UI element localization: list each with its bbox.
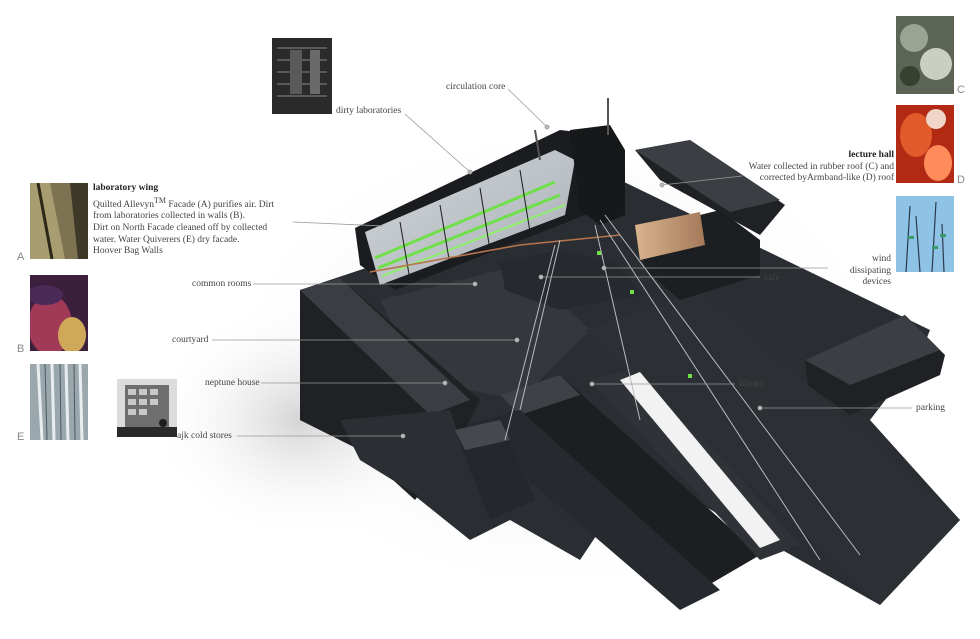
laboratory-wing-line2: from laboratories collected in walls (B)… bbox=[93, 211, 245, 222]
photo-letter-a: A bbox=[17, 251, 25, 263]
label-library: library bbox=[739, 379, 765, 389]
front-tower-top bbox=[455, 420, 510, 450]
lecture-hall-description: lecture hall Water collected in rubber r… bbox=[744, 150, 894, 185]
photo-letter-c: C bbox=[957, 84, 965, 96]
library-slab-2 bbox=[465, 410, 720, 610]
photo-letter-d: D bbox=[957, 174, 965, 186]
lecture-hall-line2: corrected byArmband-like (D) roof bbox=[759, 173, 894, 184]
laboratory-wing-line5: Hoover Bag Walls bbox=[93, 246, 163, 257]
label-dirty-laboratories: dirty laboratories bbox=[336, 106, 402, 116]
core-mast-2 bbox=[534, 129, 541, 161]
wind-devices-photo bbox=[896, 196, 954, 272]
neptune-house-photo bbox=[117, 379, 177, 437]
lecture-hall-slats bbox=[635, 212, 705, 260]
photo-d-armband-roof bbox=[896, 105, 954, 183]
label-neptune-house: neptune house bbox=[205, 378, 260, 388]
lab-frame-lines bbox=[399, 169, 531, 281]
photo-b-dirt-walls bbox=[30, 275, 88, 351]
photo-e-water-quiverers bbox=[30, 364, 88, 440]
label-ajk-cold-stores: ajk cold stores bbox=[177, 431, 232, 441]
dirty-laboratories-photo bbox=[272, 38, 332, 114]
photo-letter-b: B bbox=[17, 343, 25, 355]
tension-cables bbox=[504, 214, 861, 561]
laboratory-wing-title: laboratory wing bbox=[93, 183, 159, 193]
parking-slab bbox=[585, 290, 960, 605]
parking-gap bbox=[620, 372, 780, 548]
label-parking: parking bbox=[916, 403, 946, 413]
laboratory-wing-line4: water. Water Quiverers (E) dry facade. bbox=[93, 234, 240, 245]
laboratory-wing-line1: Quilted AllevynTM Facade (A) purifies ai… bbox=[93, 195, 275, 210]
neptune-house-top bbox=[300, 278, 470, 415]
lab-green-tube-1 bbox=[374, 180, 556, 260]
right-block-lower-top bbox=[805, 315, 940, 385]
orange-wire bbox=[369, 234, 621, 273]
wind-dissipating-line2: devices bbox=[862, 277, 892, 288]
lecture-hall-title: lecture hall bbox=[848, 150, 894, 160]
photo-a-quilted-facade bbox=[30, 183, 88, 259]
circulation-core bbox=[570, 125, 625, 225]
photo-c-rubber-roof bbox=[896, 16, 954, 94]
label-circulation-core: circulation core bbox=[446, 82, 506, 92]
lab-green-tube-2 bbox=[377, 193, 561, 270]
photo-letter-e: E bbox=[17, 431, 25, 443]
cold-stores-block bbox=[340, 410, 460, 500]
library-slab-1 bbox=[500, 375, 760, 590]
wind-dissipating-label: wind dissipating devices bbox=[831, 254, 891, 289]
label-cafe: cafe bbox=[764, 273, 780, 283]
laboratory-wing-line3: Dirt on North Facade cleaned off by coll… bbox=[93, 222, 268, 233]
label-common-rooms: common rooms bbox=[192, 279, 252, 289]
label-courtyard: courtyard bbox=[172, 335, 209, 345]
lecture-hall-line1: Water collected in rubber roof (C) and bbox=[748, 161, 894, 172]
green-markers bbox=[597, 251, 692, 378]
wind-dissipating-line1: wind dissipating bbox=[849, 254, 891, 276]
cafe-block bbox=[500, 250, 640, 310]
laboratory-wing-description: laboratory wing Quilted AllevynTM Facade… bbox=[93, 183, 303, 258]
library-slab-1-top bbox=[500, 375, 580, 415]
